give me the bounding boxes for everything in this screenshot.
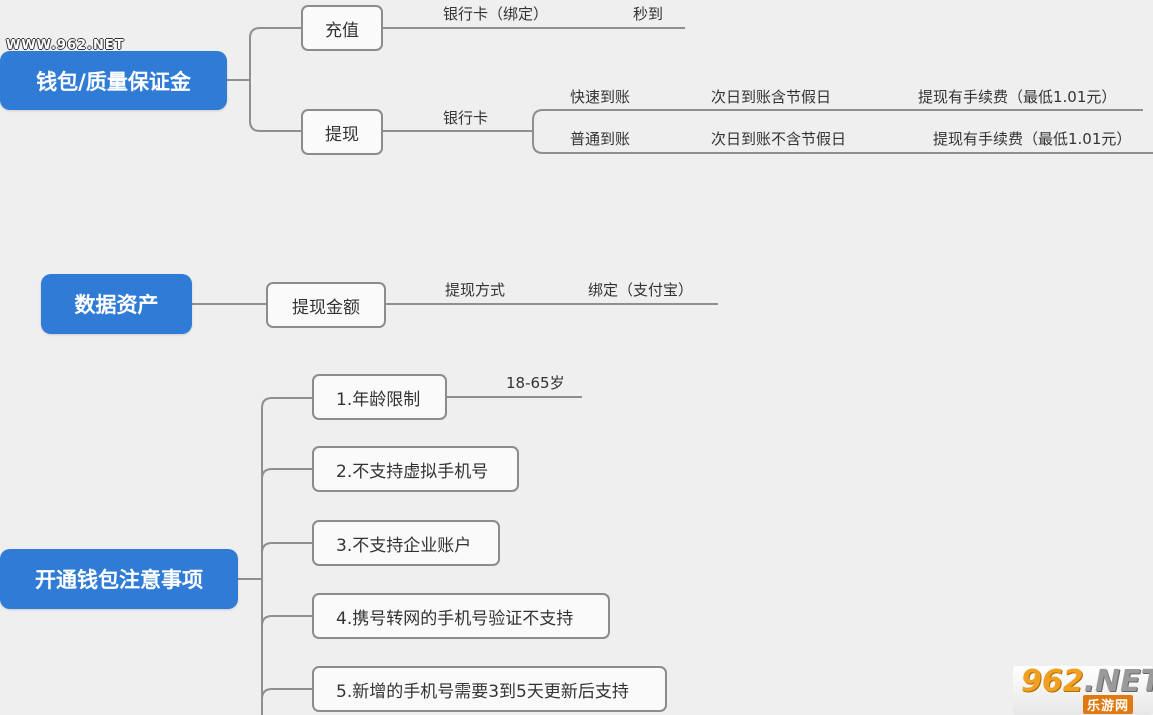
label-withdraw-method-value: 绑定（支付宝） [588,281,694,299]
connector-normal [532,131,1153,154]
label-normal-fee: 提现有手续费（最低1.01元） [933,130,1132,148]
root-node-wallet-notes[interactable]: 开通钱包注意事项 [0,549,238,609]
watermark-logo-number: 962.NET [1021,664,1153,699]
label-fast-arrival: 快速到账 [570,88,631,106]
watermark-logo-subtitle: 乐游网 [1083,695,1134,714]
connector-root1-withdraw [249,80,302,132]
label-recharge-speed: 秒到 [633,5,664,23]
connector-item4 [261,615,313,627]
root-node-wallet-deposit[interactable]: 钱包/质量保证金 [0,51,227,110]
node-withdraw[interactable]: 提现 [301,109,383,155]
node-recharge[interactable]: 充值 [301,5,383,51]
note-item-3[interactable]: 3.不支持企业账户 [312,520,500,566]
note-item-1[interactable]: 1.年龄限制 [312,374,447,420]
label-age-range: 18-65岁 [506,374,565,392]
root-node-data-assets[interactable]: 数据资产 [41,274,192,334]
label-withdraw-method: 银行卡 [443,109,489,127]
label-normal-timing: 次日到账不含节假日 [711,130,847,148]
node-withdraw-amount[interactable]: 提现金额 [266,282,386,328]
connector-trunk [261,397,313,715]
watermark-top-left: WWW.962.NET [6,38,125,53]
note-item-4[interactable]: 4.携号转网的手机号验证不支持 [312,593,610,639]
note-item-5[interactable]: 5.新增的手机号需要3到5天更新后支持 [312,666,667,712]
note-item-2[interactable]: 2.不支持虚拟手机号 [312,446,519,492]
connector-item2 [261,468,313,480]
connector-item5 [261,688,313,700]
label-fast-fee: 提现有手续费（最低1.01元） [918,88,1117,106]
connector-fast [532,109,1143,131]
label-recharge-method: 银行卡（绑定） [443,5,549,23]
label-normal-arrival: 普通到账 [570,130,631,148]
watermark-bottom-right: 962.NET 乐游网 [1013,664,1153,715]
label-fast-timing: 次日到账含节假日 [711,88,832,106]
connector-item3 [261,542,313,554]
label-withdraw-method-title: 提现方式 [445,281,506,299]
connector-root1-recharge [227,27,302,81]
